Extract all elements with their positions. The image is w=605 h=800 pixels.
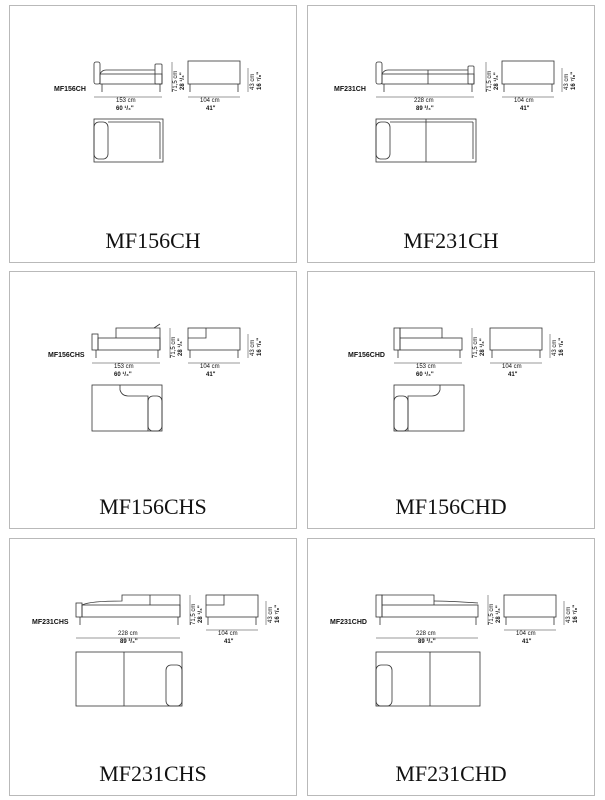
depth-cm: 104 cm [200,364,220,370]
model-code: MF156CHS [48,352,85,359]
depth-cm: 104 cm [514,98,534,104]
seat-cm: 43 cm [268,606,274,623]
width-in: 89 ³/₄" [418,639,436,645]
width-cm: 228 cm [118,631,138,637]
product-card-mf156chd: MF156CHD 153 cm 60 ¹/₄" 104 cm 41" 71,5 … [307,271,595,529]
depth-in: 41" [224,639,234,645]
seat-in: 16 ⁷/₈" [571,71,577,90]
product-card-mf231chs: MF231CHS 228 cm 89 ³/₄" 104 cm 41" 71,5 … [9,538,297,796]
depth-cm: 104 cm [200,98,220,104]
product-title: MF231CHS [99,761,207,786]
depth-in: 41" [508,372,518,378]
seat-in: 16 ⁷/₈" [275,604,281,623]
seat-in: 16 ⁷/₈" [573,604,579,623]
seat-in: 16 ⁷/₈" [559,337,565,356]
seat-cm: 43 cm [566,606,572,623]
height-cm: 71,5 cm [171,336,177,358]
height-cm: 71,5 cm [173,70,179,92]
seat-cm: 43 cm [552,339,558,356]
height-in: 28 ¹/₄" [198,605,204,623]
width-in: 60 ¹/₄" [114,372,132,378]
width-in: 60 ¹/₄" [116,106,134,112]
model-code: MF231CHS [32,619,69,626]
depth-cm: 104 cm [218,631,238,637]
product-title: MF156CHD [395,494,507,519]
product-title: MF156CHS [99,494,207,519]
model-code: MF231CH [334,86,366,93]
height-in: 28 ¹/₄" [496,605,502,623]
width-in: 89 ³/₄" [416,106,434,112]
product-card-mf156ch: MF156CH 153 cm 60 ¹/₄" 104 cm 41" 71,5 c… [9,5,297,263]
model-code: MF156CHD [348,352,385,359]
seat-cm: 43 cm [250,339,256,356]
height-cm: 71,5 cm [489,603,495,625]
seat-in: 16 ⁷/₈" [257,71,263,90]
seat-in: 16 ⁷/₈" [257,337,263,356]
sofa-drawing [91,323,249,432]
product-card-mf156chs: MF156CHS 153 cm 60 ¹/₄" 104 cm 41" 71,5 … [9,271,297,529]
depth-in: 41" [520,106,530,112]
width-in: 60 ¹/₄" [416,372,434,378]
width-cm: 153 cm [416,364,436,370]
height-cm: 71,5 cm [473,336,479,358]
height-in: 28 ¹/₄" [178,338,184,356]
sofa-drawing [375,594,565,707]
depth-cm: 104 cm [516,631,536,637]
width-cm: 228 cm [414,98,434,104]
width-in: 89 ³/₄" [120,639,138,645]
width-cm: 228 cm [416,631,436,637]
depth-cm: 104 cm [502,364,522,370]
depth-in: 41" [206,106,216,112]
depth-in: 41" [206,372,216,378]
height-cm: 71,5 cm [487,70,493,92]
seat-cm: 43 cm [564,73,570,90]
height-in: 28 ¹/₄" [180,72,186,90]
seat-cm: 43 cm [250,73,256,90]
depth-in: 41" [522,639,532,645]
sofa-drawing [93,60,249,163]
height-in: 28 ¹/₄" [480,338,486,356]
model-code: MF156CH [54,86,86,93]
sofa-drawing [75,594,267,707]
product-title: MF156CH [105,228,201,253]
product-card-mf231chd: MF231CHD 228 cm 89 ³/₄" 104 cm 41" 71,5 … [307,538,595,796]
height-cm: 71,5 cm [191,603,197,625]
sofa-drawing [375,60,563,163]
model-code: MF231CHD [330,619,367,626]
width-cm: 153 cm [116,98,136,104]
product-title: MF231CHD [395,761,507,786]
product-title: MF231CH [403,228,499,253]
product-card-mf231ch: MF231CH 228 cm 89 ³/₄" 104 cm 41" 71,5 c… [307,5,595,263]
sofa-drawing [393,327,551,432]
height-in: 28 ¹/₄" [494,72,500,90]
width-cm: 153 cm [114,364,134,370]
